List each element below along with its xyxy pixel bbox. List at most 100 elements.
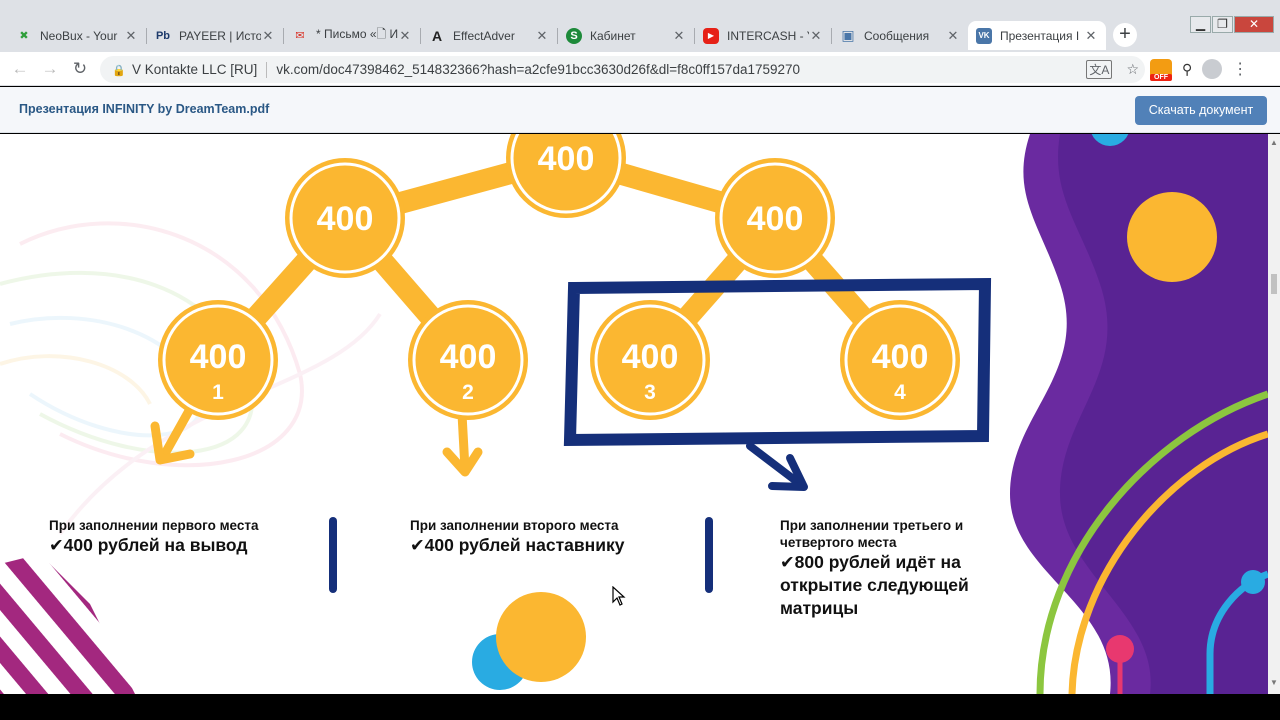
tree-node-2: 400 [285, 158, 405, 278]
messages-icon: ▣ [841, 27, 855, 43]
node-position-number: 4 [894, 381, 906, 404]
document-header: Презентация INFINITY by DreamTeam.pdf Ск… [0, 87, 1280, 133]
document-title: Презентация INFINITY by DreamTeam.pdf [19, 102, 270, 116]
menu-icon[interactable]: ⋮ [1232, 61, 1249, 78]
tab-label: INTERCASH - Y [727, 28, 809, 43]
caption-heading-2: четвертого места [780, 535, 897, 550]
node-position-number: 1 [212, 381, 224, 404]
close-icon[interactable]: ✕ [1085, 27, 1097, 43]
back-button[interactable]: ← [11, 59, 29, 78]
sky-circle-top [1091, 134, 1129, 146]
highlight-frame [563, 277, 992, 447]
translate-icon[interactable]: 文A [1086, 60, 1113, 79]
profile-avatar[interactable] [1202, 59, 1223, 79]
window-close-button[interactable]: ✕ [1234, 16, 1274, 33]
node-value: 400 [622, 338, 679, 376]
close-icon[interactable]: ✕ [673, 27, 685, 43]
rocket-extension-icon[interactable]: ⚲ [1182, 60, 1193, 77]
extension-off-icon[interactable]: OFF [1150, 59, 1172, 81]
node-ring [162, 304, 274, 416]
green-arc [1036, 390, 1268, 694]
node-value: 400 [538, 140, 595, 178]
effectadver-icon: A [431, 27, 443, 44]
scroll-thumb[interactable] [1271, 274, 1277, 294]
caption-body: ✔400 рублей наставнику [410, 535, 625, 555]
browser-toolbar: ← → ↻ 🔒 V Kontakte LLC [RU] vk.com/doc47… [0, 52, 1280, 86]
vk-icon: VK [976, 27, 992, 44]
tab-strip: ✖ NeoBux - Your ✕ Pb PAYEER | Истор ✕ ✉ … [0, 0, 1280, 52]
payeer-icon: Pb [155, 29, 171, 42]
mouse-cursor [612, 586, 626, 606]
pink-dot [1106, 635, 1134, 663]
tab-cabinet[interactable]: S Кабинет ✕ [558, 21, 694, 50]
close-icon[interactable]: ✕ [810, 27, 822, 43]
close-icon[interactable]: ✕ [125, 27, 137, 43]
caption-body: ✔400 рублей на вывод [49, 535, 248, 555]
node-ring [594, 304, 706, 416]
tab-label: Кабинет [590, 28, 636, 43]
taskbar-strip [0, 694, 1280, 720]
scrollbar[interactable]: ▲ ▼ [1268, 134, 1280, 694]
close-icon[interactable]: ✕ [536, 27, 548, 43]
tab-label: Презентация I [1000, 28, 1080, 43]
tab-intercash[interactable]: ▶ INTERCASH - Y ✕ [695, 21, 831, 50]
forward-button[interactable]: → [41, 59, 59, 78]
youtube-icon: ▶ [703, 27, 719, 44]
lock-icon: 🔒 [112, 64, 126, 77]
node-value: 400 [190, 338, 247, 376]
site-identity: V Kontakte LLC [RU] [132, 62, 258, 77]
node-ring [510, 134, 622, 214]
window-controls: ▁ ❐ ✕ [1189, 16, 1274, 33]
new-tab-button[interactable]: + [1113, 23, 1137, 47]
caption-heading: При заполнении второго места [410, 518, 619, 533]
node-ring [719, 162, 831, 274]
tab-neobux[interactable]: ✖ NeoBux - Your ✕ [8, 21, 146, 50]
reload-button[interactable]: ↻ [72, 59, 88, 78]
close-icon[interactable]: ✕ [947, 27, 959, 43]
address-bar[interactable]: 🔒 V Kontakte LLC [RU] vk.com/doc47398462… [100, 56, 1145, 83]
arrow-down-left [150, 404, 195, 465]
minimize-button[interactable]: ▁ [1190, 16, 1211, 33]
tab-mail[interactable]: ✉ * Письмо «🗋 И ✕ [284, 21, 420, 50]
yellow-arc [1068, 430, 1268, 694]
tree-node-1: 400 [506, 134, 626, 218]
tab-payeer[interactable]: Pb PAYEER | Истор ✕ [147, 21, 283, 50]
neobux-icon: ✖ [19, 30, 29, 42]
tab-label: Сообщения [864, 28, 930, 43]
caption-heading: При заполнении третьего и [780, 518, 964, 533]
node-circle [285, 158, 405, 278]
close-icon[interactable]: ✕ [399, 27, 411, 43]
node-position-number: 3 [644, 381, 656, 404]
restore-button[interactable]: ❐ [1212, 16, 1233, 33]
caption-body: ✔800 рублей идёт на открытие следующей м… [780, 552, 969, 618]
striped-shape [0, 554, 135, 694]
tab-effectadver[interactable]: A EffectAdver ✕ [421, 21, 557, 50]
node-ring [412, 304, 524, 416]
mail-icon: ✉ [295, 30, 305, 42]
arrow-down-navy [746, 442, 808, 491]
node-circle [715, 158, 835, 278]
node-ring [844, 304, 956, 416]
star-icon[interactable]: ☆ [1126, 61, 1139, 77]
orange-circle-bottom [496, 592, 586, 682]
tab-messages[interactable]: ▣ Сообщения ✕ [832, 21, 968, 50]
close-icon[interactable]: ✕ [262, 27, 274, 43]
node-value: 400 [440, 338, 497, 376]
tab-label: * Письмо «🗋 И [316, 27, 398, 41]
download-document-button[interactable]: Скачать документ [1135, 96, 1267, 125]
divider-bar [705, 517, 713, 593]
node-value: 400 [317, 200, 374, 238]
tab-presentation[interactable]: VK Презентация I ✕ [968, 21, 1106, 50]
url-text: vk.com/doc47398462_514832366?hash=a2cfe9… [276, 62, 801, 77]
node-position-number: 2 [462, 381, 474, 404]
tree-node-3: 400 [715, 158, 835, 278]
tab-label: PAYEER | Истор [179, 28, 261, 43]
caption-first-place: При заполнении первого места ✔400 рублей… [49, 517, 289, 557]
